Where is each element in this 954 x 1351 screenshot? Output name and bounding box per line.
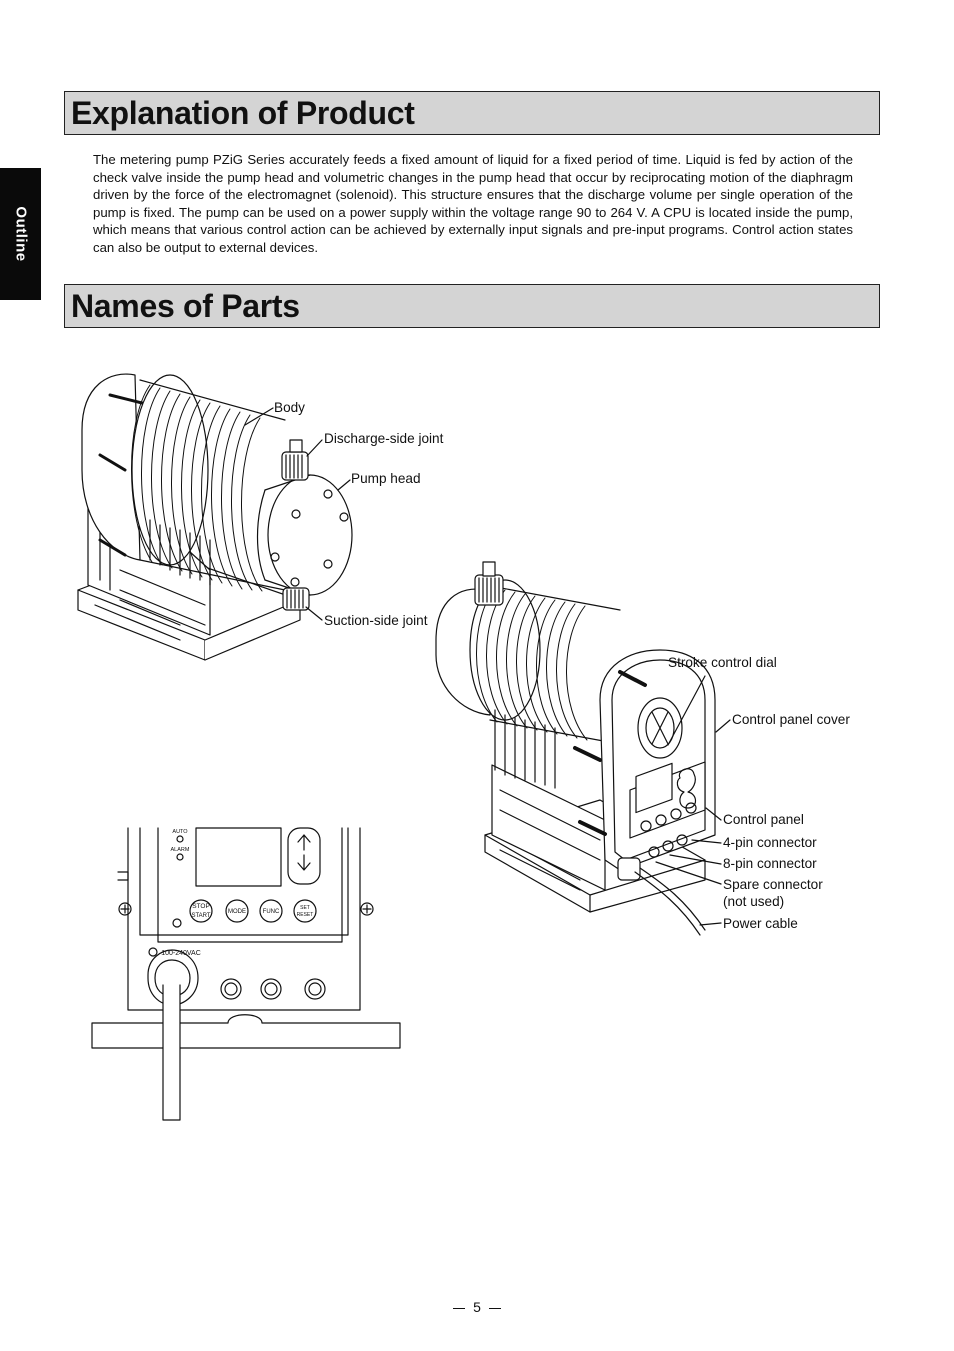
pump-front-view-illustration — [435, 561, 716, 936]
panel-label-stop: STOP — [192, 903, 210, 910]
panel-label-voltage: 100-240VAC — [161, 950, 201, 957]
footer-dash-right — [488, 1307, 501, 1309]
panel-label-mode: MODE — [228, 909, 246, 915]
callout-body: Body — [274, 400, 305, 415]
callout-discharge-joint: Discharge-side joint — [324, 431, 444, 446]
panel-label-set: SET — [300, 905, 310, 911]
side-tab-outline: Outline — [0, 168, 41, 300]
callout-power-cable: Power cable — [723, 916, 798, 931]
footer-dash-left — [453, 1307, 466, 1309]
callout-control-panel: Control panel — [723, 812, 804, 827]
panel-label-reset: RESET — [297, 912, 314, 918]
callout-spare-connector: Spare connector — [723, 877, 823, 892]
section-header-names-of-parts: Names of Parts — [64, 284, 880, 328]
callout-pump-head: Pump head — [351, 471, 421, 486]
callout-suction-joint: Suction-side joint — [324, 613, 428, 628]
intro-paragraph: The metering pump PZiG Series accurately… — [93, 152, 853, 255]
pump-side-view-illustration — [77, 373, 353, 661]
section-header-explanation: Explanation of Product — [64, 91, 880, 135]
callout-stroke-dial: Stroke control dial — [668, 655, 777, 670]
section-title-explanation: Explanation of Product — [71, 95, 415, 131]
callout-4pin-connector: 4-pin connector — [723, 835, 817, 850]
callout-panel-cover: Control panel cover — [732, 712, 850, 727]
panel-label-auto: AUTO — [172, 829, 188, 835]
panel-label-alarm: ALARM — [171, 847, 190, 853]
panel-label-start: START — [191, 913, 210, 919]
callout-spare-not-used: (not used) — [723, 894, 785, 909]
control-panel-detail-illustration — [91, 827, 401, 1121]
page-number: 5 — [473, 1299, 481, 1315]
page-footer: 5 — [0, 1299, 954, 1315]
panel-label-func: FUNC — [263, 909, 280, 915]
callout-8pin-connector: 8-pin connector — [723, 856, 817, 871]
section-title-names-of-parts: Names of Parts — [71, 288, 300, 324]
